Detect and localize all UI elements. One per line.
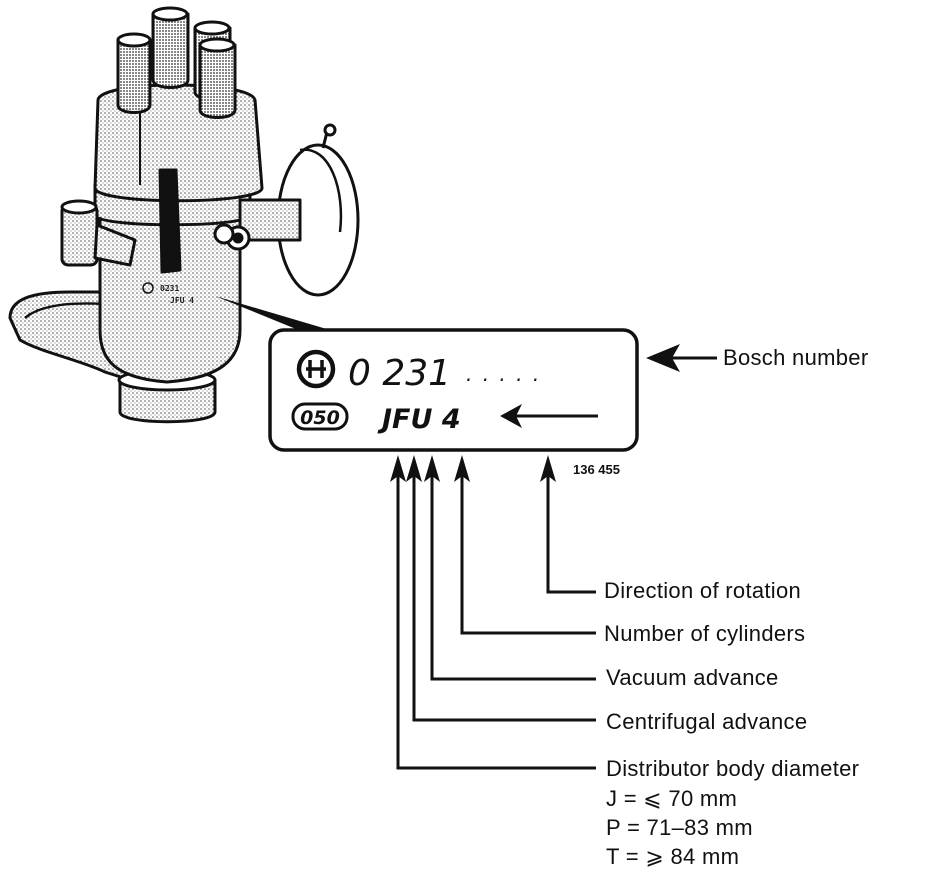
bosch-number-prefix: 0 231	[348, 353, 451, 394]
rotation-arrow-icon	[500, 404, 598, 428]
arrow-up-icon	[540, 455, 556, 482]
label-bosch-number: Bosch number	[723, 345, 868, 370]
distributor-body	[98, 208, 242, 384]
arrow-up-icon	[406, 455, 422, 482]
body-engraving: 0231 JFU 4	[142, 282, 194, 305]
engraving-line1: 0231	[160, 284, 179, 293]
nameplate-frame	[268, 328, 639, 452]
distributor-illustration	[8, 6, 360, 424]
distributor-shank	[118, 378, 217, 424]
bosch-logo-icon	[296, 349, 336, 389]
arrow-up-icon	[454, 455, 470, 482]
figure-reference: 136 455	[573, 462, 620, 477]
arrowheads	[390, 455, 556, 482]
engraving-line2: JFU 4	[170, 296, 194, 305]
diameter-code-t: T = ⩾ 84 mm	[606, 844, 739, 869]
type-code: JFU 4	[377, 404, 461, 435]
diameter-code-p: P = 71–83 mm	[606, 815, 753, 840]
arrow-up-icon	[390, 455, 406, 482]
leader-lines	[396, 470, 596, 770]
bosch-number-suffix: . . . . .	[466, 362, 541, 386]
label-centrifugal-advance: Centrifugal advance	[606, 709, 807, 734]
cap-clip	[158, 168, 182, 274]
bosch-number-pointer	[646, 344, 717, 372]
plate-leader	[215, 296, 330, 338]
diameter-code-j: J = ⩽ 70 mm	[606, 786, 737, 811]
label-number-of-cylinders: Number of cylinders	[604, 621, 805, 646]
code-badge: 050	[300, 407, 340, 429]
label-vacuum-advance: Vacuum advance	[606, 665, 779, 690]
label-body-diameter: Distributor body diameter	[606, 756, 859, 781]
label-direction-of-rotation: Direction of rotation	[604, 578, 801, 603]
nameplate: 0 231 . . . . . 050 JFU 4	[268, 328, 639, 452]
arrow-up-icon	[424, 455, 440, 482]
